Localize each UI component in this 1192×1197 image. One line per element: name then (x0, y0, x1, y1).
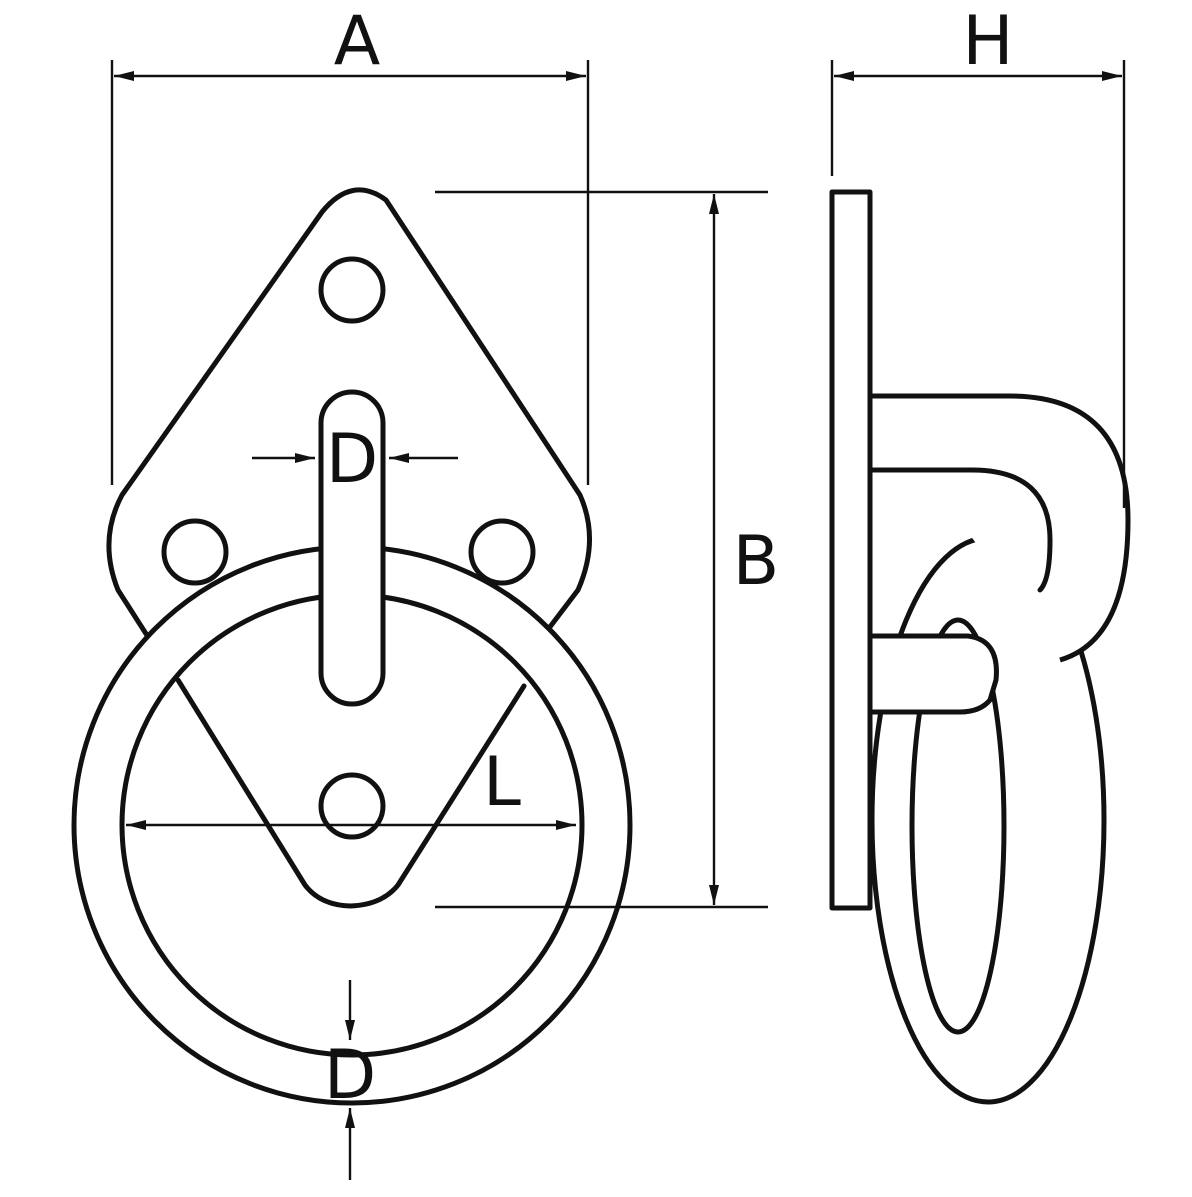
side-staple-inner (867, 467, 1053, 593)
plate-lower-section (175, 677, 527, 909)
dimension-b: B (435, 190, 780, 909)
top-screw-hole (318, 256, 386, 324)
dimension-ring-d: D (324, 980, 376, 1180)
staple-slot (318, 389, 386, 707)
dimension-h: H (830, 2, 1126, 508)
dimension-slot-d: D (252, 420, 458, 499)
side-staple-lower-leg (867, 633, 999, 715)
side-view: H (829, 2, 1131, 1105)
label-a: A (334, 2, 381, 81)
label-h: H (962, 2, 1013, 81)
label-ring-d: D (324, 1036, 376, 1115)
side-ring-inner (909, 617, 1007, 1035)
side-plate (829, 189, 873, 911)
label-slot-d: D (326, 420, 378, 499)
dimension-l: L (126, 743, 576, 830)
front-view: A D L D B (71, 2, 780, 1180)
left-screw-hole (161, 518, 229, 586)
right-screw-hole (468, 518, 536, 586)
dimension-a: A (110, 2, 590, 485)
label-b: B (733, 522, 780, 601)
label-l: L (483, 743, 521, 822)
side-staple-outer (870, 393, 1131, 663)
bottom-screw-hole (318, 772, 386, 840)
